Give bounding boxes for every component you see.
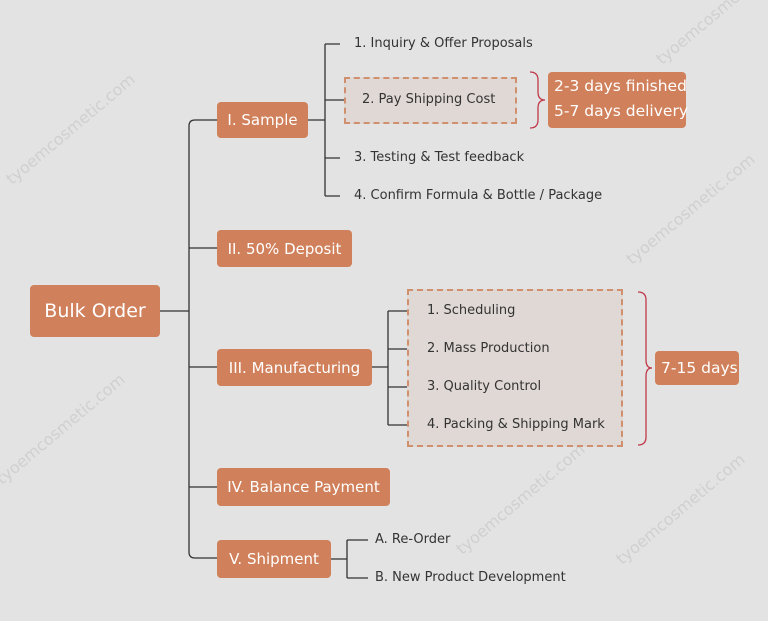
step-shipment: V. Shipment xyxy=(217,540,331,578)
sample-item: 4. Confirm Formula & Bottle / Package xyxy=(354,188,603,203)
step-manufacturing: III. Manufacturing xyxy=(217,349,372,386)
manufacturing-item: 2. Mass Production xyxy=(427,341,550,356)
duration-line: 5-7 days delivery xyxy=(554,102,688,120)
manufacturing-duration: 7-15 days xyxy=(655,351,739,385)
brace-icon xyxy=(529,71,653,446)
highlight-box xyxy=(407,289,623,447)
shipment-item: A. Re-Order xyxy=(375,532,451,547)
manufacturing-item: 4. Packing & Shipping Mark xyxy=(427,417,605,432)
step-sample: I. Sample xyxy=(217,102,308,138)
step-deposit: II. 50% Deposit xyxy=(217,230,352,267)
manufacturing-item: 3. Quality Control xyxy=(427,379,542,394)
root-node: Bulk Order xyxy=(30,285,160,337)
highlight-box xyxy=(344,77,517,124)
manufacturing-item: 1. Scheduling xyxy=(427,303,516,318)
shipment-item: B. New Product Development xyxy=(375,570,566,585)
sample-item: 1. Inquiry & Offer Proposals xyxy=(354,36,533,51)
sample-item: 2. Pay Shipping Cost xyxy=(362,92,496,107)
sample-item: 3. Testing & Test feedback xyxy=(354,150,525,165)
duration-line: 2-3 days finished xyxy=(554,77,687,95)
step-balance-payment: IV. Balance Payment xyxy=(217,468,390,506)
sample-duration: 2-3 days finished 5-7 days delivery xyxy=(548,72,688,128)
